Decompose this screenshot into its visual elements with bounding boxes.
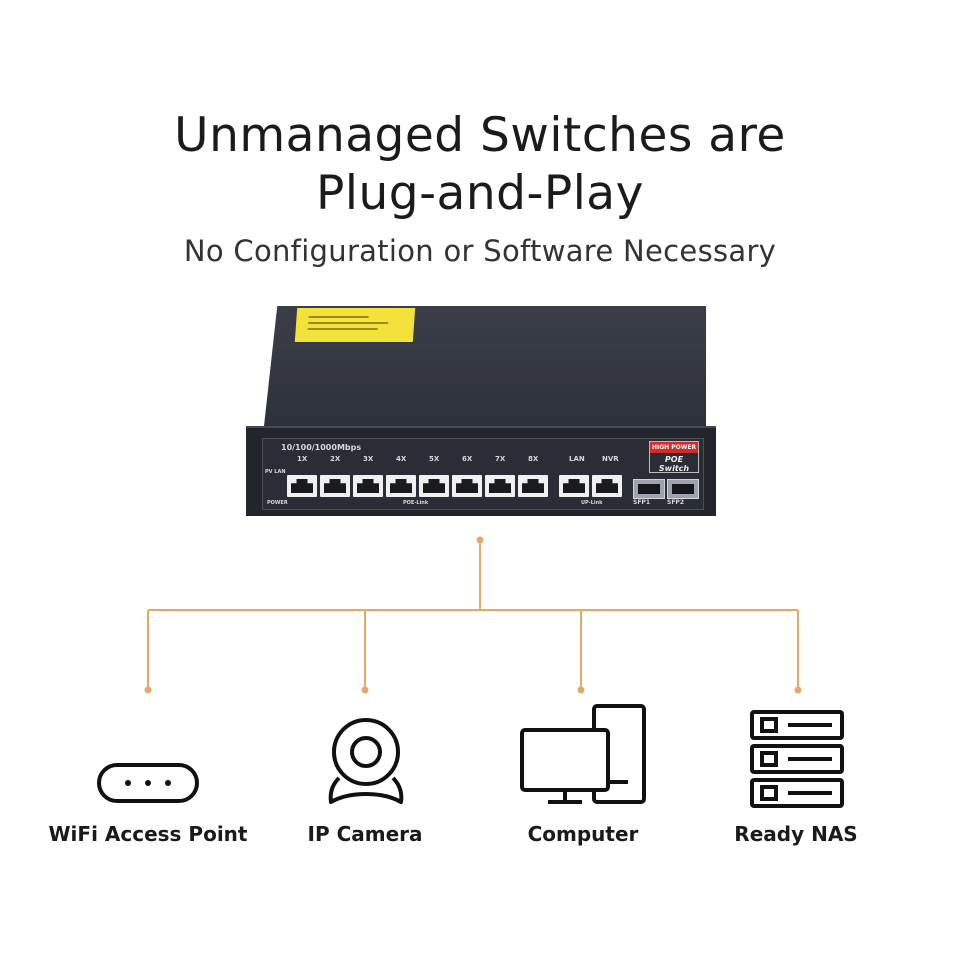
port-label: 8X: [528, 455, 539, 463]
port-label: 7X: [495, 455, 506, 463]
ip-camera-icon: [328, 718, 404, 804]
sfp-label: SFP1: [633, 499, 650, 506]
uplink-port: [559, 475, 589, 497]
port-label: 1X: [297, 455, 308, 463]
device-label-ready-nas: Ready NAS: [734, 822, 858, 846]
nas-server-icon: [750, 710, 844, 808]
port-label: 5X: [429, 455, 440, 463]
port-label: 6X: [462, 455, 473, 463]
ethernet-port: [386, 475, 416, 497]
up-link-label: UP-Link: [581, 500, 603, 506]
port-panel: 10/100/1000Mbps 1X 2X 3X 4X 5X 6X 7X 8X …: [262, 438, 704, 510]
sfp-label: SFP2: [667, 499, 684, 506]
ethernet-port: [518, 475, 548, 497]
poe-badge-text: POE Switch: [658, 455, 690, 473]
sfp-port: [633, 479, 665, 499]
poe-link-label: POE-Link: [403, 500, 429, 506]
speed-label: 10/100/1000Mbps: [281, 443, 362, 452]
node-dot: [577, 686, 585, 694]
uplink-label: NVR: [602, 455, 619, 463]
mode-switch-label: PV LAN: [265, 469, 286, 475]
node-dot: [144, 686, 152, 694]
ethernet-port: [419, 475, 449, 497]
ethernet-port: [485, 475, 515, 497]
device-label-ip-camera: IP Camera: [307, 822, 423, 846]
power-label: POWER: [267, 500, 288, 506]
device-label-computer: Computer: [527, 822, 639, 846]
ethernet-port: [353, 475, 383, 497]
poe-switch-image: 10/100/1000Mbps 1X 2X 3X 4X 5X 6X 7X 8X …: [246, 306, 716, 516]
switch-front-panel: 10/100/1000Mbps 1X 2X 3X 4X 5X 6X 7X 8X …: [246, 426, 716, 516]
sfp-port: [667, 479, 699, 499]
poe-badge: HIGH POWER POE Switch: [649, 441, 699, 473]
node-dot: [476, 536, 484, 544]
ethernet-port: [320, 475, 350, 497]
port-label: 4X: [396, 455, 407, 463]
node-dot: [361, 686, 369, 694]
headline-line-1: Unmanaged Switches are: [174, 108, 786, 163]
port-label: 2X: [330, 455, 341, 463]
wifi-access-point-icon: [97, 763, 199, 803]
uplink-label: LAN: [569, 455, 585, 463]
headline-line-2: Plug-and-Play: [316, 166, 644, 221]
port-label: 3X: [363, 455, 374, 463]
computer-icon: [520, 704, 646, 804]
uplink-port: [592, 475, 622, 497]
node-dot: [794, 686, 802, 694]
device-label-wifi-access-point: WiFi Access Point: [48, 822, 248, 846]
subtitle: No Configuration or Software Necessary: [183, 234, 777, 268]
ethernet-port: [452, 475, 482, 497]
poe-badge-top: HIGH POWER: [650, 442, 698, 453]
ethernet-port: [287, 475, 317, 497]
